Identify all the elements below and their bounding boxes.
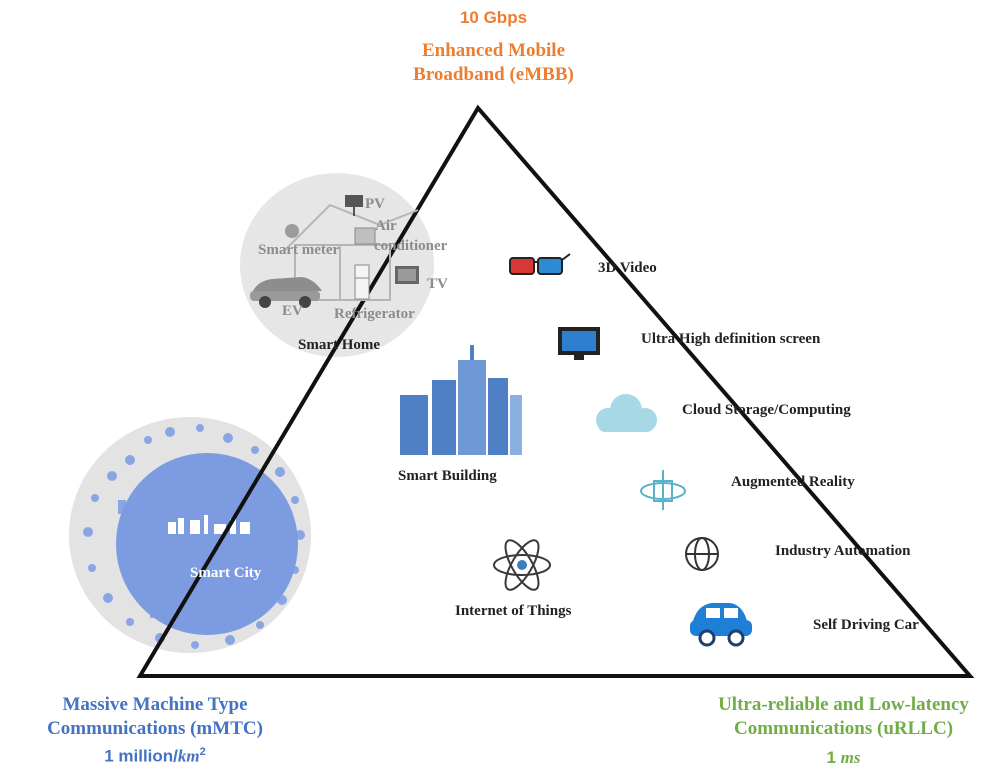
cloud-icon [596, 394, 657, 432]
ev-icon [250, 277, 322, 308]
urllc-metric: 1 ms [700, 748, 987, 768]
app-label-self-driving: Self Driving Car [813, 617, 919, 633]
pv-label: PV [365, 196, 385, 212]
urllc-title-line2: Communications (uRLLC) [733, 718, 954, 739]
solar-panel-icon [345, 195, 363, 216]
urllc-title-line1: Ultra-reliable and Low-latency [718, 694, 969, 715]
urllc-metric-unit: ms [840, 748, 861, 767]
smart-meter-label: Smart meter [258, 242, 340, 258]
mmtc-metric: 1 million/km2 [30, 746, 280, 767]
embb-speed: 10 Gbps [459, 8, 528, 27]
app-label-uhd-screen: Ultra High definition screen [641, 331, 821, 347]
air-conditioner-label-line2: conditioner [374, 238, 448, 254]
smart-building-icon [400, 345, 522, 455]
urllc-metric-prefix: 1 [826, 748, 841, 767]
globe-icon [685, 537, 719, 571]
iot-label: Internet of Things [455, 603, 572, 619]
ev-label: EV [282, 303, 303, 319]
mmtc-title-line2: Communications (mMTC) [47, 718, 263, 739]
mmtc-metric-exp: 2 [199, 746, 206, 758]
tv-icon [395, 266, 419, 284]
smart-city-label: Smart City [190, 565, 262, 581]
smart-meter-icon [285, 224, 299, 238]
refrigerator-label: Refrigerator [334, 306, 415, 322]
air-conditioner-label-line1: Air [375, 218, 397, 234]
air-conditioner-icon [354, 227, 376, 245]
app-label-cloud: Cloud Storage/Computing [682, 402, 851, 418]
ar-icon [640, 470, 686, 510]
triangle-outline [136, 104, 975, 678]
mmtc-metric-prefix: 1 million/ [104, 746, 178, 766]
smart-home-ellipse [240, 173, 434, 357]
app-label-industry: Industry Automation [775, 543, 911, 559]
mmtc-metric-unit: km [177, 746, 200, 766]
atom-icon [493, 539, 551, 591]
3d-glasses-icon [509, 253, 571, 275]
smart-building-label: Smart Building [398, 468, 497, 484]
tv-label: TV [427, 276, 448, 292]
embb-title-line1: Enhanced Mobile [421, 40, 566, 61]
smart-home-label: Smart Home [298, 337, 381, 353]
smart-city-circle [116, 453, 298, 635]
mmtc-title-line1: Massive Machine Type [62, 694, 248, 715]
refrigerator-icon [354, 264, 370, 300]
app-label-3d-video: 3D Video [598, 260, 657, 276]
factory-skyline-icon [168, 515, 250, 534]
app-label-ar: Augmented Reality [731, 474, 855, 490]
embb-title-line2: Broadband (eMBB) [413, 64, 574, 85]
monitor-icon [558, 327, 600, 360]
car-icon [690, 603, 752, 647]
